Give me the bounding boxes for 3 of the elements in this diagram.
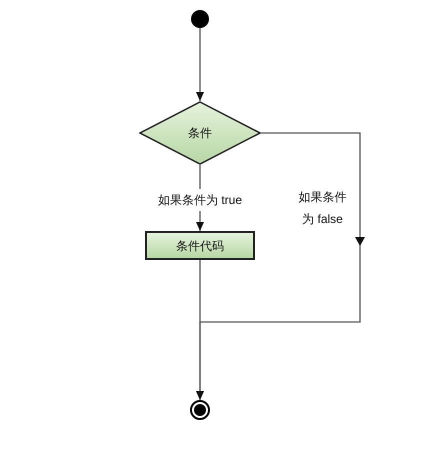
condition-text: 条件 (188, 125, 212, 142)
process-text: 条件代码 (176, 238, 224, 254)
process-box (145, 231, 255, 260)
